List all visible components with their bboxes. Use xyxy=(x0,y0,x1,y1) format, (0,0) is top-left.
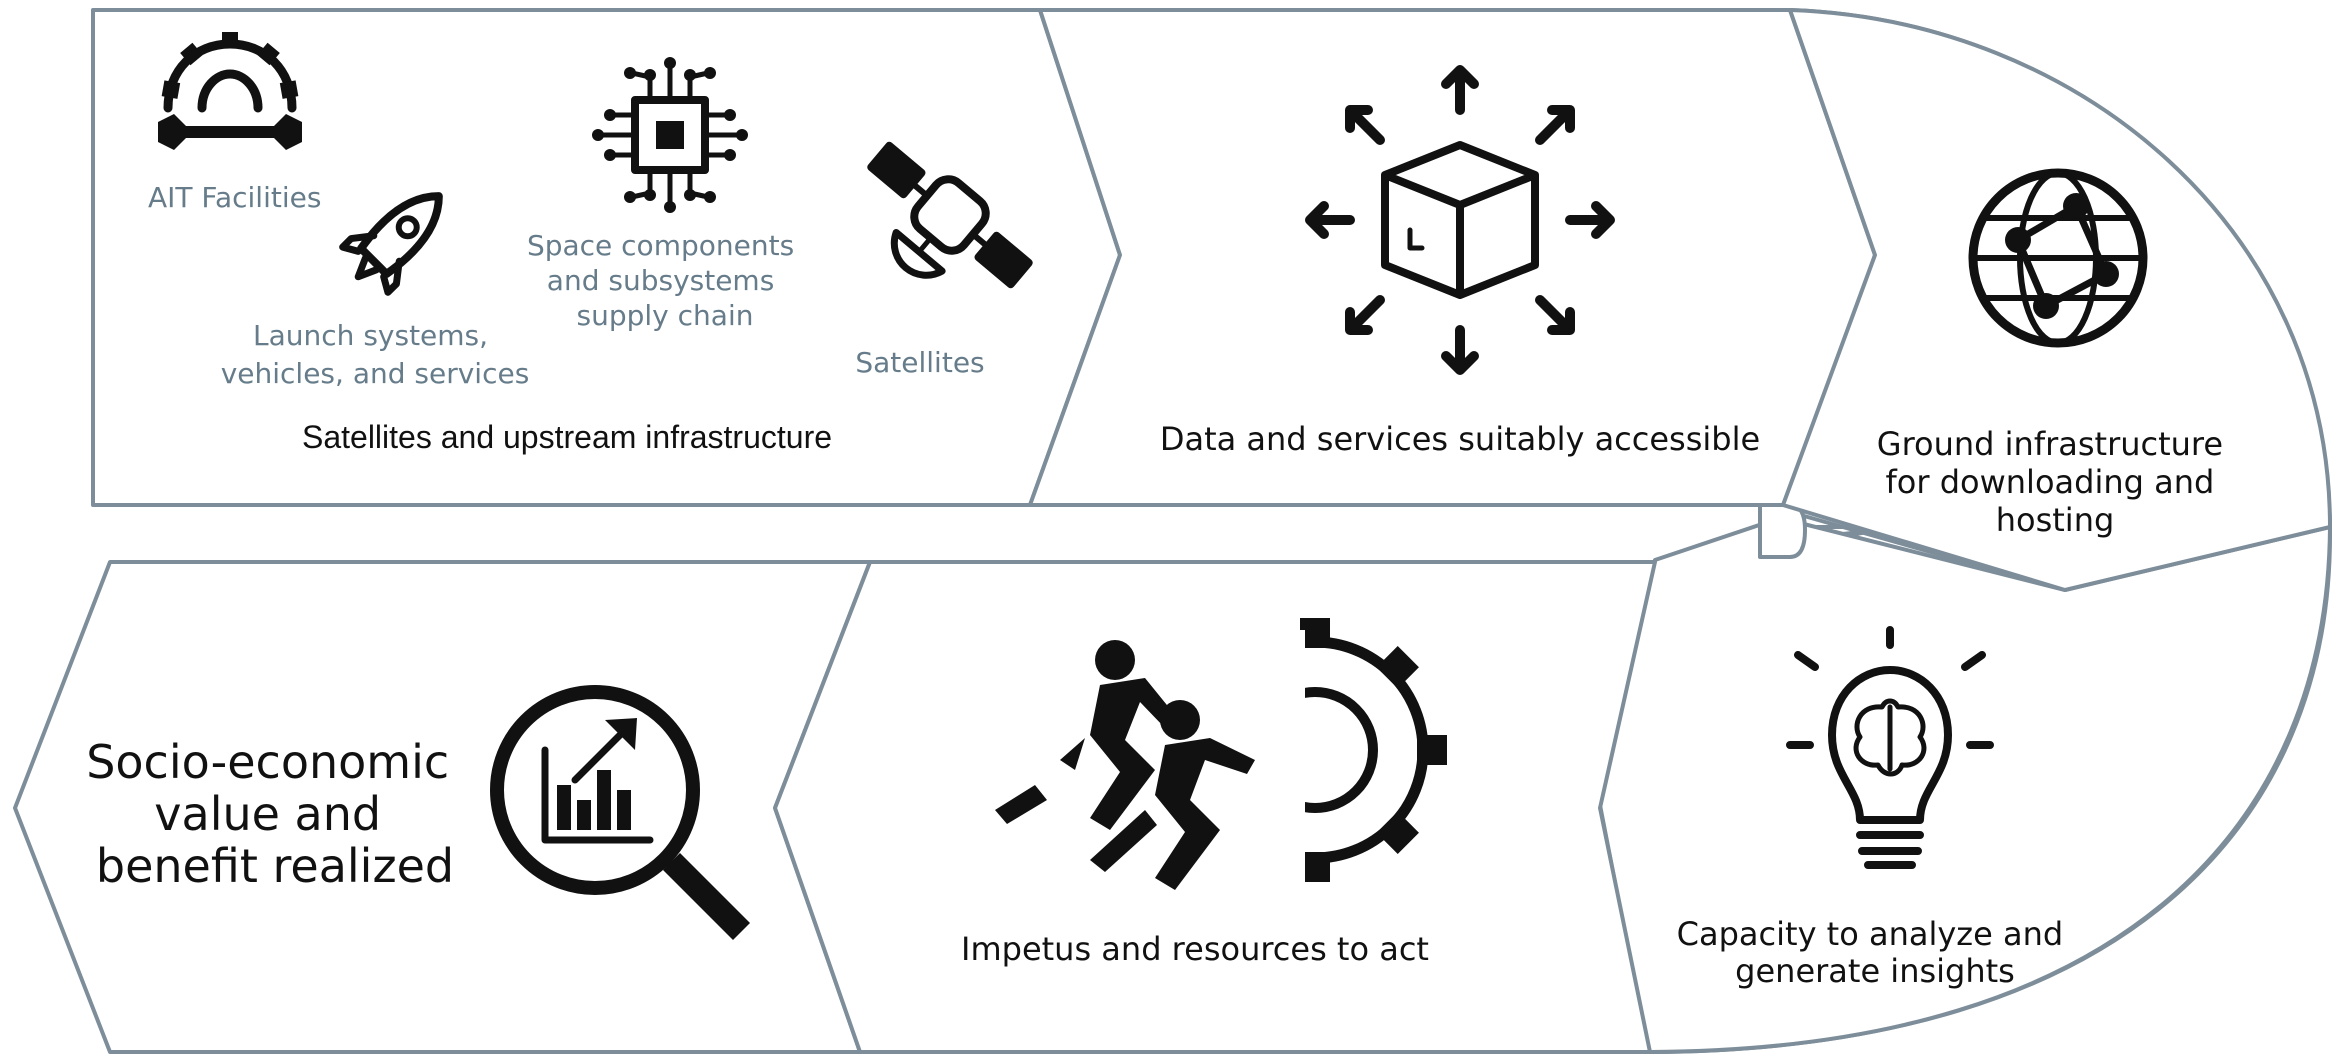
upstream-item-components-label: Space components and subsystems supply c… xyxy=(527,229,803,332)
upstream-item-satellites-label: Satellites xyxy=(855,346,984,379)
impetus-title: Impetus and resources to act xyxy=(961,930,1429,968)
ground-title: Ground infrastructure for downloading an… xyxy=(1877,425,2233,539)
capacity-title: Capacity to analyze and generate insight… xyxy=(1677,915,2074,990)
upstream-item-launch-label: Launch systems, vehicles, and services xyxy=(221,319,530,390)
stage-value-shape xyxy=(13,560,872,1054)
data-access-title: Data and services suitably accessible xyxy=(1160,420,1760,458)
circuit-chip-icon xyxy=(592,57,748,213)
upstream-item-ait-label: AIT Facilities xyxy=(148,181,321,214)
rocket-icon xyxy=(339,192,443,296)
globe-network-icon xyxy=(1968,168,2148,348)
people-pushing-gear-icon xyxy=(995,618,1447,890)
lightbulb-brain-icon xyxy=(1786,626,1994,869)
satellite-icon xyxy=(867,141,1033,289)
upstream-title: Satellites and upstream infrastructure xyxy=(302,419,832,455)
stage-capacity-shape xyxy=(1598,516,2332,1054)
stage-connector-bar xyxy=(1758,503,1807,559)
value-title: Socio-economic value and benefit realize… xyxy=(86,735,464,893)
magnifier-bar-chart-icon xyxy=(490,685,750,940)
cube-expand-arrows-icon xyxy=(1305,65,1615,375)
gear-wrench-icon xyxy=(158,32,302,150)
